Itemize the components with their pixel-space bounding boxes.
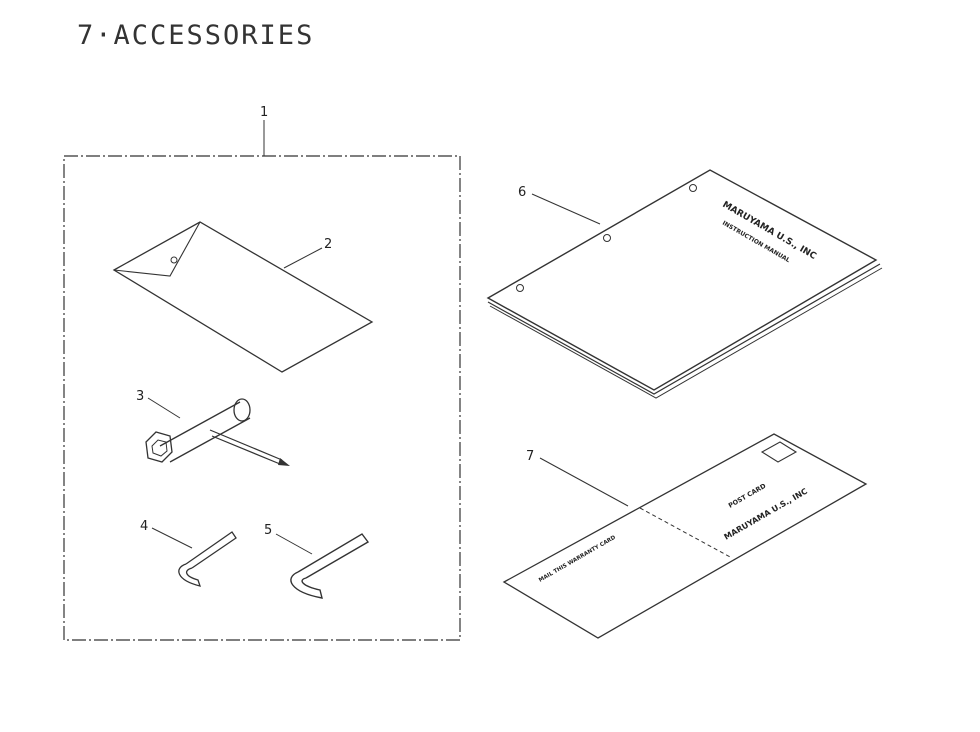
hex-key-small bbox=[178, 531, 237, 587]
instruction-manual: MARUYAMA U.S., INC INSTRUCTION MANUAL bbox=[486, 169, 883, 399]
tool-kit-frame bbox=[63, 155, 461, 641]
tool-pouch bbox=[112, 221, 374, 373]
callout-2: 2 bbox=[324, 237, 332, 252]
callout-6: 6 bbox=[518, 185, 526, 200]
callout-4: 4 bbox=[140, 519, 148, 534]
postcard-company: MARUYAMA U.S., INC bbox=[723, 487, 810, 542]
callout-1: 1 bbox=[260, 105, 268, 120]
leader-2 bbox=[283, 247, 323, 269]
callout-5: 5 bbox=[264, 523, 272, 538]
callout-3: 3 bbox=[136, 389, 144, 404]
leader-4 bbox=[151, 527, 193, 549]
leader-5 bbox=[275, 533, 313, 555]
postcard-heading: POST CARD bbox=[727, 482, 768, 510]
page-title: 7·ACCESSORIES bbox=[77, 20, 315, 51]
hex-key-large bbox=[290, 533, 370, 599]
callout-7: 7 bbox=[526, 449, 534, 464]
leader-3 bbox=[147, 397, 181, 419]
leader-6 bbox=[531, 193, 601, 225]
leader-7 bbox=[539, 457, 629, 507]
warranty-postcard: POST CARD MARUYAMA U.S., INC MAIL THIS W… bbox=[502, 433, 868, 639]
plug-wrench bbox=[145, 398, 290, 466]
